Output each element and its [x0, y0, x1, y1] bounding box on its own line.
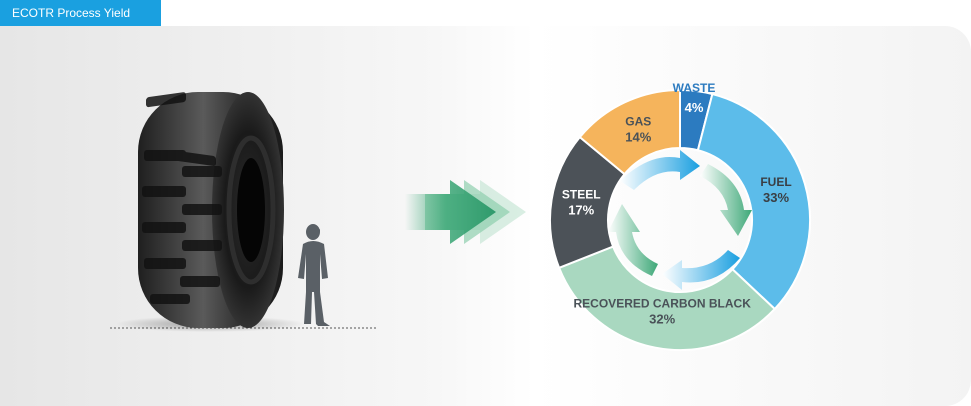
process-yield-tab[interactable]: ECOTR Process Yield — [0, 0, 161, 26]
slice-value-label: 33% — [763, 190, 789, 205]
recycle-arrow-left-icon — [608, 204, 658, 276]
person-silhouette — [298, 224, 330, 326]
donut-slice-fuel — [696, 92, 811, 311]
donut-slice-gas — [578, 88, 681, 176]
slice-label: RECOVERED CARBON BLACK — [574, 296, 752, 310]
slice-value-label: 14% — [625, 129, 651, 144]
donut-slice-recovered-carbon-black — [557, 245, 777, 351]
slice-value-label: 4% — [685, 100, 704, 115]
recycle-arrows — [608, 150, 752, 290]
slice-value-label: 32% — [649, 311, 675, 326]
slice-value-label: 17% — [568, 202, 594, 217]
recycle-arrow-top-icon — [620, 150, 700, 190]
mining-tire-image — [115, 92, 305, 332]
recycle-arrow-right-icon — [700, 164, 752, 236]
recycle-arrow-bottom-icon — [662, 250, 740, 290]
slice-label: GAS — [625, 114, 651, 128]
slice-label: FUEL — [760, 175, 791, 189]
flow-arrows — [405, 180, 526, 244]
slice-label: WASTE — [673, 81, 716, 95]
slice-label: STEEL — [562, 187, 601, 201]
